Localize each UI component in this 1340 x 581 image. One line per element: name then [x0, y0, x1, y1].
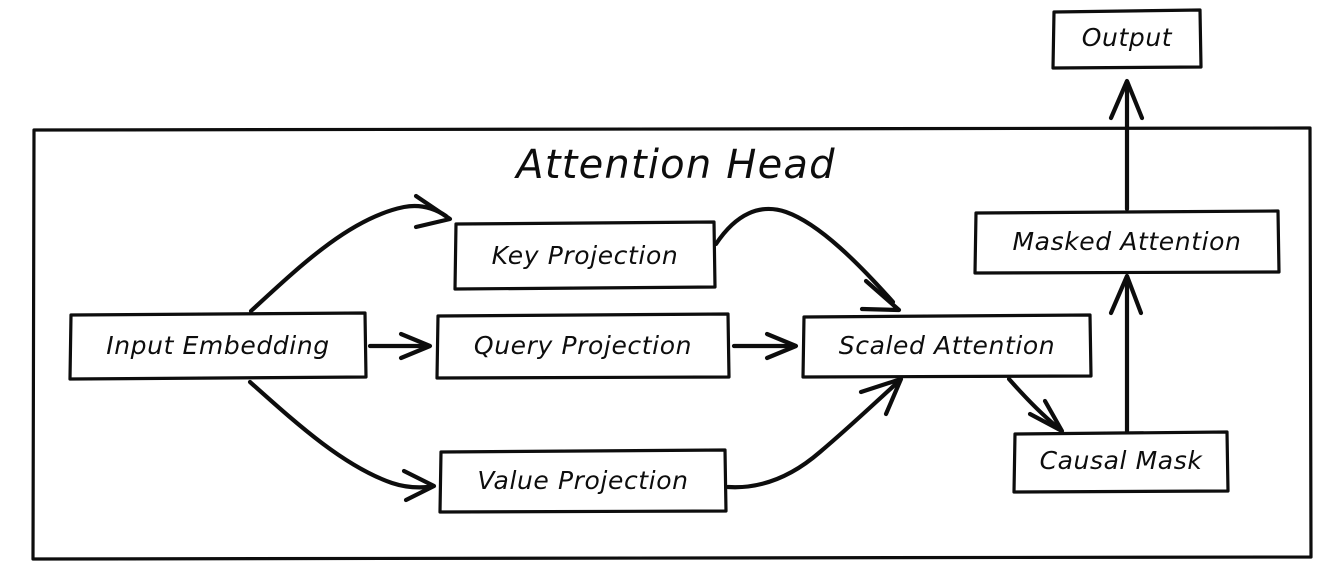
edge-input-to-query — [367, 331, 433, 361]
node-causal-mask[interactable]: Causal Mask — [1012, 430, 1230, 494]
node-scaled-attention[interactable]: Scaled Attention — [801, 313, 1093, 379]
node-masked-attention-label: Masked Attention — [1012, 227, 1241, 256]
node-output[interactable]: Output — [1051, 8, 1203, 70]
edge-value-to-scaled — [725, 376, 904, 490]
edge-key-to-scaled — [713, 206, 902, 313]
edge-scaled-to-causal-mask — [1006, 376, 1065, 434]
node-query-projection-label: Query Projection — [474, 331, 692, 360]
node-value-projection[interactable]: Value Projection — [438, 448, 728, 514]
node-causal-mask-label: Causal Mask — [1040, 446, 1204, 475]
edge-causal-mask-to-masked — [1108, 273, 1144, 434]
edge-masked-to-output — [1108, 78, 1145, 212]
nodes-layer: Input Embedding Key Projection Query Pro… — [68, 8, 1281, 514]
node-key-projection[interactable]: Key Projection — [453, 220, 717, 291]
edges-layer — [247, 78, 1145, 503]
edge-input-to-value — [247, 379, 437, 503]
node-scaled-attention-label: Scaled Attention — [839, 331, 1056, 360]
group-border — [31, 126, 1313, 561]
node-value-projection-label: Value Projection — [477, 466, 688, 495]
edge-input-to-key — [248, 193, 453, 314]
node-query-projection[interactable]: Query Projection — [435, 312, 731, 380]
edge-query-to-scaled — [731, 331, 799, 361]
node-key-projection-label: Key Projection — [492, 241, 679, 270]
node-masked-attention[interactable]: Masked Attention — [973, 209, 1281, 275]
group-title-label: Attention Head — [513, 142, 835, 188]
group-attention-head: Attention Head — [31, 126, 1313, 561]
node-input-embedding-label: Input Embedding — [106, 331, 329, 360]
node-input-embedding[interactable]: Input Embedding — [68, 311, 368, 381]
node-output-label: Output — [1082, 23, 1173, 52]
